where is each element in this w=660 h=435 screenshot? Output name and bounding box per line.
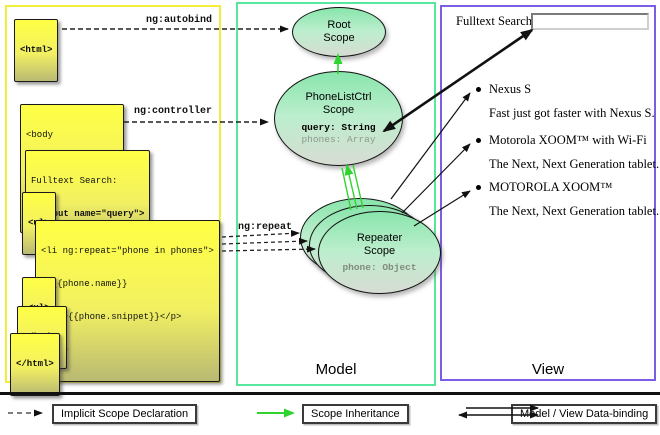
view-item-name: Nexus S <box>489 82 532 96</box>
repeater-scope-ellipse-front: Repeater Scope phone: Object <box>318 211 441 294</box>
code-line: <body <box>26 130 54 140</box>
model-panel <box>236 2 436 386</box>
phonelistctrl-phones-property: phones: Array <box>301 134 376 145</box>
repeater-scope-title-line1: Repeater <box>356 231 403 244</box>
code-line: </html> <box>16 359 54 369</box>
root-scope-title-line2: Scope <box>323 32 355 44</box>
model-panel-title: Model <box>315 361 357 378</box>
root-scope-title-line1: Root <box>327 19 351 31</box>
code-line: {{phone.name}} <box>41 279 128 289</box>
view-panel-title: View <box>531 361 565 378</box>
code-line: Fulltext Search: <box>31 176 118 186</box>
fulltext-search-input[interactable] <box>531 13 649 30</box>
legend-model-view-data-binding: Model / View Data-binding <box>511 404 658 424</box>
code-line: <li ng:repeat="phone in phones"> <box>41 246 214 256</box>
legend-scope-inheritance: Scope Inheritance <box>302 404 409 424</box>
code-box-html-close: </html> <box>10 333 60 396</box>
view-item-desc: The Next, Next Generation tablet. <box>489 157 660 171</box>
view-item-desc: The Next, Next Generation tablet. <box>489 204 660 218</box>
repeater-scope-title-line2: Scope <box>363 244 396 257</box>
legend-divider <box>0 392 660 395</box>
phonelistctrl-scope-ellipse: PhoneListCtrl Scope query: String phones… <box>274 71 403 166</box>
ng-autobind-label: ng:autobind <box>146 15 213 26</box>
list-bullet <box>476 138 481 143</box>
root-scope-ellipse: Root Scope <box>292 7 386 57</box>
list-bullet <box>476 185 481 190</box>
phonelistctrl-scope-title-line1: PhoneListCtrl <box>305 91 372 103</box>
code-line: </li> <box>41 345 214 356</box>
legend-implicit-scope-declaration: Implicit Scope Declaration <box>52 404 198 424</box>
view-item-desc: Fast just got faster with Nexus S. <box>489 106 655 120</box>
view-item-name: MOTOROLA XOOM™ <box>489 180 613 194</box>
view-item-name: Motorola XOOM™ with Wi-Fi <box>489 133 647 147</box>
list-bullet <box>476 87 481 92</box>
ng-repeat-label: ng:repeat <box>238 222 293 233</box>
code-line: <html> <box>20 45 53 55</box>
code-line: <p>{{phone.snippet}}</p> <box>41 312 182 322</box>
view-search-label: Fulltext Search: <box>456 14 536 28</box>
repeater-phone-property: phone: Object <box>342 261 417 273</box>
code-box-html-open: <html> <box>14 19 59 82</box>
phonelistctrl-scope-title-line2: Scope <box>322 104 355 116</box>
phonelistctrl-query-property: query: String <box>301 122 376 133</box>
ng-controller-label: ng:controller <box>134 106 213 117</box>
